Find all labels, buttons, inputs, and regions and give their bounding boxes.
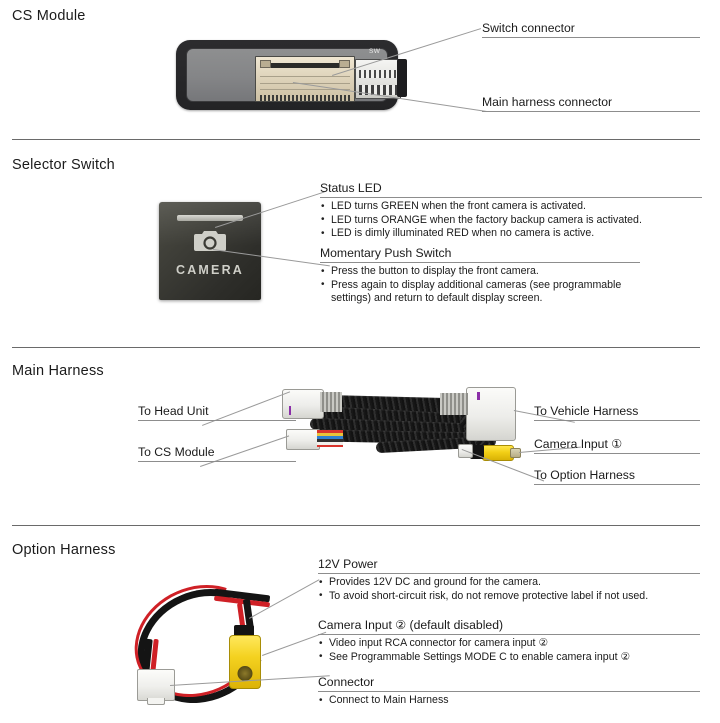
connector-latch xyxy=(147,698,165,705)
label-to-option-harness: To Option Harness xyxy=(534,468,700,485)
connector-teeth xyxy=(259,94,351,101)
section-title-cs-module: CS Module xyxy=(12,8,86,24)
sw-teeth-upper xyxy=(358,69,398,79)
rca-center-hole xyxy=(237,666,253,681)
callout-connector: Connector Connect to Main Harness xyxy=(318,675,700,708)
vehicle-connector-pins xyxy=(440,393,468,415)
section-main-harness: Main Harness xyxy=(0,347,720,525)
list-item: Press the button to display the front ca… xyxy=(320,265,640,279)
section-title-option-harness: Option Harness xyxy=(12,542,116,558)
label-rule xyxy=(138,460,296,462)
callout-rule xyxy=(318,573,700,575)
callout-12v-power: 12V Power Provides 12V DC and ground for… xyxy=(318,557,700,603)
callout-heading: Connector xyxy=(318,675,375,689)
section-divider-3 xyxy=(12,525,700,526)
connector-pin-row xyxy=(259,88,351,90)
list-item: See Programmable Settings MODE C to enab… xyxy=(318,650,700,665)
list-item: LED is dimly illuminated RED when no cam… xyxy=(320,227,702,241)
callout-heading: 12V Power xyxy=(318,557,378,571)
callout-bullet-list: Provides 12V DC and ground for the camer… xyxy=(318,576,700,603)
cs-main-harness-port xyxy=(255,56,355,102)
cs-module-photo: SW xyxy=(176,40,407,110)
label-text: To Option Harness xyxy=(534,468,635,482)
sw-port-label: SW xyxy=(369,48,381,55)
section-cs-module: CS Module SW xyxy=(0,0,720,132)
label-camera-input-1: Camera Input ① xyxy=(534,437,700,454)
callout-bullet-list: Connect to Main Harness xyxy=(318,694,700,708)
callout-rule xyxy=(318,691,700,693)
callout-heading: Camera Input ② (default disabled) xyxy=(318,618,504,632)
connector-slot xyxy=(263,63,347,68)
label-rule xyxy=(534,452,700,454)
connector-tab-right xyxy=(339,59,351,68)
section-selector-switch: Selector Switch CAMERA Status LED LED tu… xyxy=(0,139,720,339)
connector-tab-left xyxy=(259,59,271,68)
section-divider-1 xyxy=(12,139,700,140)
label-text: To Vehicle Harness xyxy=(534,404,639,418)
connector-pin-row xyxy=(259,76,351,78)
rca-tip xyxy=(510,448,521,458)
connector-stripe xyxy=(289,406,291,415)
head-unit-connector-pins xyxy=(320,392,342,412)
connector-to-main-harness xyxy=(137,669,175,705)
cs-connector-wires xyxy=(317,430,343,447)
label-text: Camera Input ① xyxy=(534,437,623,451)
list-item: Video input RCA connector for camera inp… xyxy=(318,637,700,651)
section-option-harness: Option Harness xyxy=(0,525,720,723)
callout-rule xyxy=(320,262,640,264)
connector-stripe xyxy=(477,392,480,400)
label-rule xyxy=(482,36,700,38)
list-item: Connect to Main Harness xyxy=(318,694,700,708)
section-title-main-harness: Main Harness xyxy=(12,363,104,379)
callout-bullet-list: Press the button to display the front ca… xyxy=(320,265,640,306)
label-rule xyxy=(534,483,700,485)
list-item: To avoid short-circuit risk, do not remo… xyxy=(318,589,700,604)
status-led-indicator xyxy=(177,214,243,222)
label-rule xyxy=(482,110,700,112)
sw-teeth-lower xyxy=(358,85,398,95)
label-main-harness-connector: Main harness connector xyxy=(482,95,700,112)
label-to-head-unit: To Head Unit xyxy=(138,404,296,421)
list-item: LED turns GREEN when the front camera is… xyxy=(320,200,702,214)
label-to-cs-module: To CS Module xyxy=(138,445,296,462)
option-harness-photo xyxy=(116,565,308,723)
label-text: Main harness connector xyxy=(482,95,613,109)
label-text: Switch connector xyxy=(482,21,575,35)
callout-camera-input-2: Camera Input ② (default disabled) Video … xyxy=(318,618,700,664)
callout-heading: Status LED xyxy=(320,181,382,195)
label-switch-connector: Switch connector xyxy=(482,21,700,38)
callout-status-led: Status LED LED turns GREEN when the fron… xyxy=(320,181,702,241)
section-title-selector-switch: Selector Switch xyxy=(12,157,115,173)
label-to-vehicle-harness: To Vehicle Harness xyxy=(534,404,700,421)
section-divider-2 xyxy=(12,347,700,348)
camera-icon xyxy=(194,231,226,252)
callout-bullet-list: LED turns GREEN when the front camera is… xyxy=(320,200,702,241)
label-rule xyxy=(534,419,700,421)
label-text: To CS Module xyxy=(138,445,215,459)
label-rule xyxy=(138,419,296,421)
cs-module-faceplate: SW xyxy=(186,48,407,102)
selector-switch-photo[interactable]: CAMERA xyxy=(159,202,261,300)
callout-momentary-push-switch: Momentary Push Switch Press the button t… xyxy=(320,246,640,306)
list-item: LED turns ORANGE when the factory backup… xyxy=(320,213,702,228)
callout-bullet-list: Video input RCA connector for camera inp… xyxy=(318,637,700,664)
label-text: To Head Unit xyxy=(138,404,209,418)
connector-to-vehicle-harness xyxy=(466,387,516,441)
callout-heading: Momentary Push Switch xyxy=(320,246,452,260)
list-item: Press again to display additional camera… xyxy=(320,278,640,306)
list-item: Provides 12V DC and ground for the camer… xyxy=(318,576,700,590)
port-recess-shadow xyxy=(397,59,407,97)
switch-face-label: CAMERA xyxy=(175,262,245,277)
main-harness-photo xyxy=(258,385,528,475)
callout-rule xyxy=(318,634,700,636)
callout-rule xyxy=(320,197,702,199)
